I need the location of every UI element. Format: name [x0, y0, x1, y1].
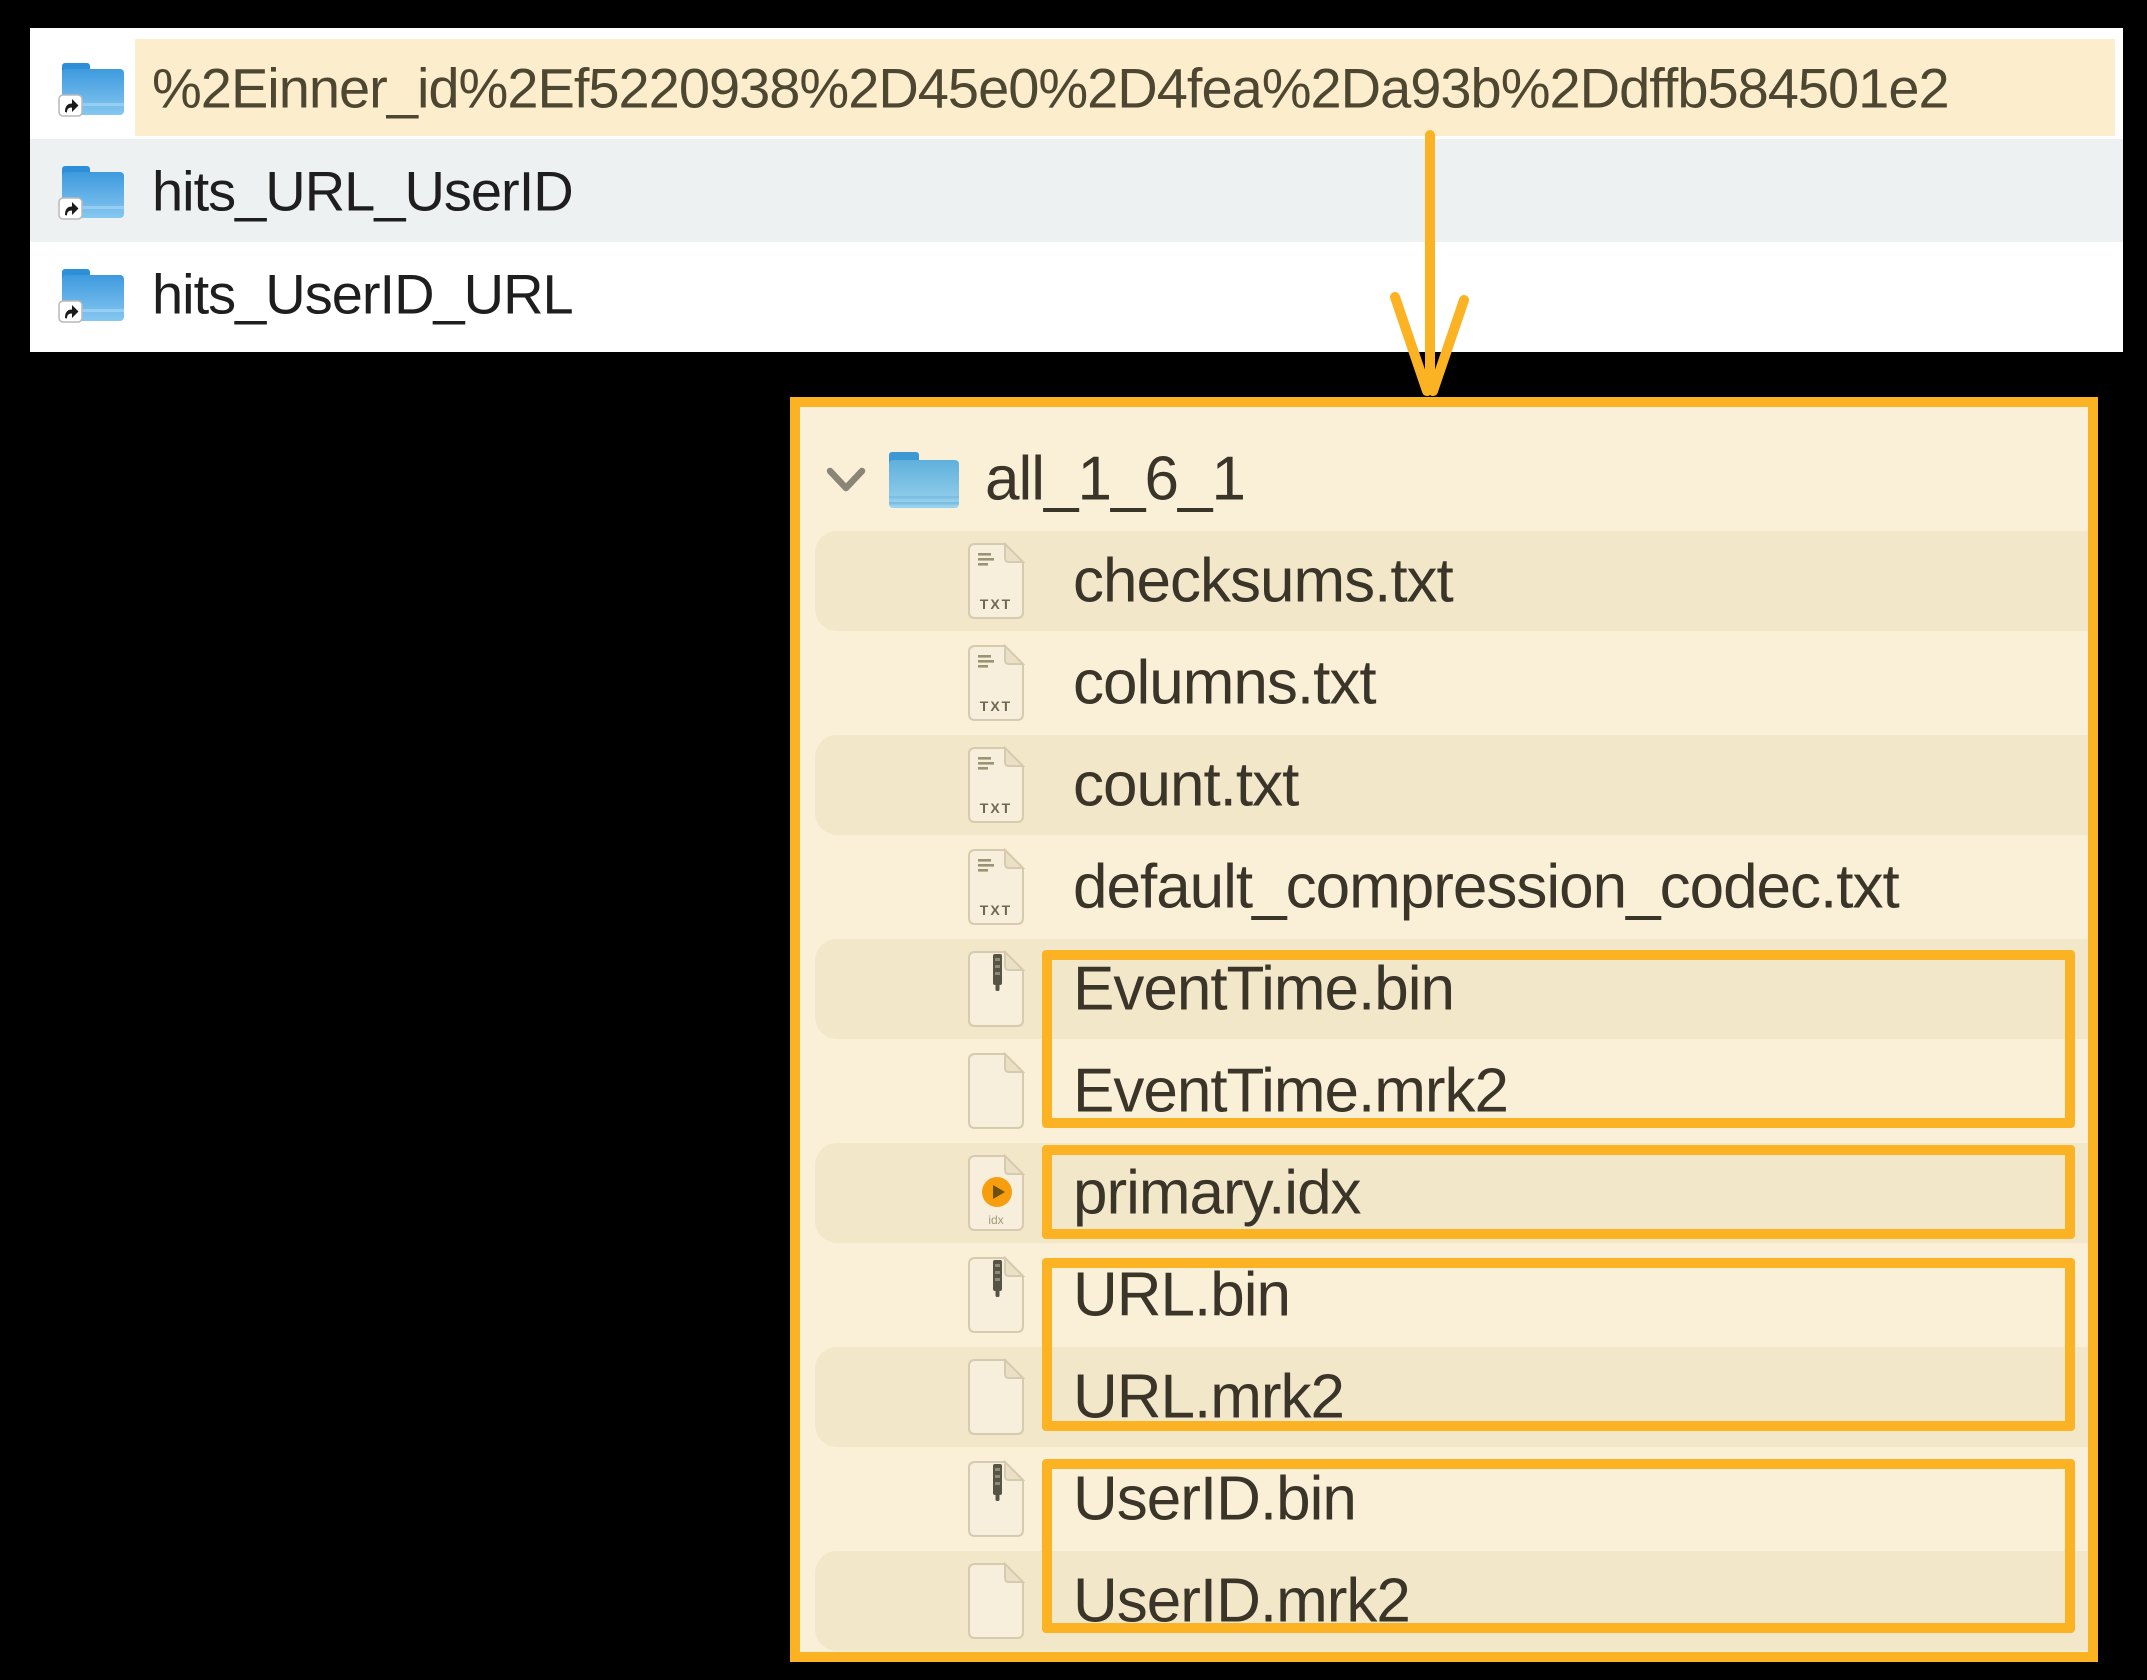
alt-row-band: [815, 735, 2088, 835]
folder-name[interactable]: hits_UserID_URL: [152, 262, 574, 325]
tree-row-default-compression-codec-txt[interactable]: default_compression_codec.txt: [800, 836, 2088, 938]
tree-row-url-bin[interactable]: URL.bin: [800, 1244, 2088, 1346]
tree-row-url-mrk2[interactable]: URL.mrk2: [800, 1346, 2088, 1448]
blank-file-icon: [967, 1562, 1025, 1640]
idx-file-icon: [967, 1154, 1025, 1232]
chevron-down-icon[interactable]: [824, 464, 868, 494]
folder-name[interactable]: all_1_6_1: [985, 444, 1246, 514]
tree-row-checksums-txt[interactable]: checksums.txt: [800, 530, 2088, 632]
file-name[interactable]: URL.bin: [1073, 1260, 1291, 1330]
finder-list-panel: %2Einner_id%2Ef5220938%2D45e0%2D4fea%2Da…: [30, 28, 2123, 352]
tree-row-count-txt[interactable]: count.txt: [800, 734, 2088, 836]
txt-file-icon: [967, 542, 1025, 620]
finder-row-hits-userid-url[interactable]: hits_UserID_URL: [30, 242, 2123, 345]
bin-file-icon: [967, 1256, 1025, 1334]
part-contents-panel: all_1_6_1 checksums.txt columns.txt coun…: [790, 397, 2098, 1662]
file-name[interactable]: EventTime.bin: [1073, 954, 1455, 1024]
tree-row-userid-bin[interactable]: UserID.bin: [800, 1448, 2088, 1550]
folder-name[interactable]: %2Einner_id%2Ef5220938%2D45e0%2D4fea%2Da…: [152, 56, 1950, 119]
file-name[interactable]: UserID.bin: [1073, 1464, 1357, 1534]
tree-row-all-1-6-1[interactable]: all_1_6_1: [800, 428, 2088, 530]
folder-name[interactable]: hits_URL_UserID: [152, 159, 574, 222]
txt-file-icon: [967, 644, 1025, 722]
tree-row-userid-mrk2[interactable]: UserID.mrk2: [800, 1550, 2088, 1652]
alt-row-band: [815, 531, 2088, 631]
file-name[interactable]: EventTime.mrk2: [1073, 1056, 1509, 1126]
finder-row-hits-url-userid[interactable]: hits_URL_UserID: [30, 139, 2123, 242]
selection-highlight: [135, 39, 2115, 136]
tree-row-eventtime-mrk2[interactable]: EventTime.mrk2: [800, 1040, 2088, 1142]
alias-folder-icon: [58, 61, 125, 117]
finder-row-inner-id[interactable]: %2Einner_id%2Ef5220938%2D45e0%2D4fea%2Da…: [30, 36, 2123, 139]
file-name[interactable]: primary.idx: [1073, 1158, 1362, 1228]
txt-file-icon: [967, 746, 1025, 824]
file-name[interactable]: checksums.txt: [1073, 546, 1454, 616]
blank-file-icon: [967, 1052, 1025, 1130]
tree-row-primary-idx[interactable]: primary.idx: [800, 1142, 2088, 1244]
bin-file-icon: [967, 950, 1025, 1028]
bin-file-icon: [967, 1460, 1025, 1538]
txt-file-icon: [967, 848, 1025, 926]
file-name[interactable]: URL.mrk2: [1073, 1362, 1345, 1432]
alt-row-band: [815, 1143, 2088, 1243]
blank-file-icon: [967, 1358, 1025, 1436]
file-name[interactable]: count.txt: [1073, 750, 1299, 820]
alias-folder-icon: [58, 267, 125, 323]
alias-folder-icon: [58, 164, 125, 220]
file-name[interactable]: default_compression_codec.txt: [1073, 852, 1900, 922]
file-tree: all_1_6_1 checksums.txt columns.txt coun…: [800, 428, 2088, 1652]
alt-row-band: [815, 1551, 2088, 1651]
file-name[interactable]: UserID.mrk2: [1073, 1566, 1411, 1636]
file-name[interactable]: columns.txt: [1073, 648, 1377, 718]
folder-icon: [889, 452, 959, 508]
tree-row-columns-txt[interactable]: columns.txt: [800, 632, 2088, 734]
tree-row-eventtime-bin[interactable]: EventTime.bin: [800, 938, 2088, 1040]
